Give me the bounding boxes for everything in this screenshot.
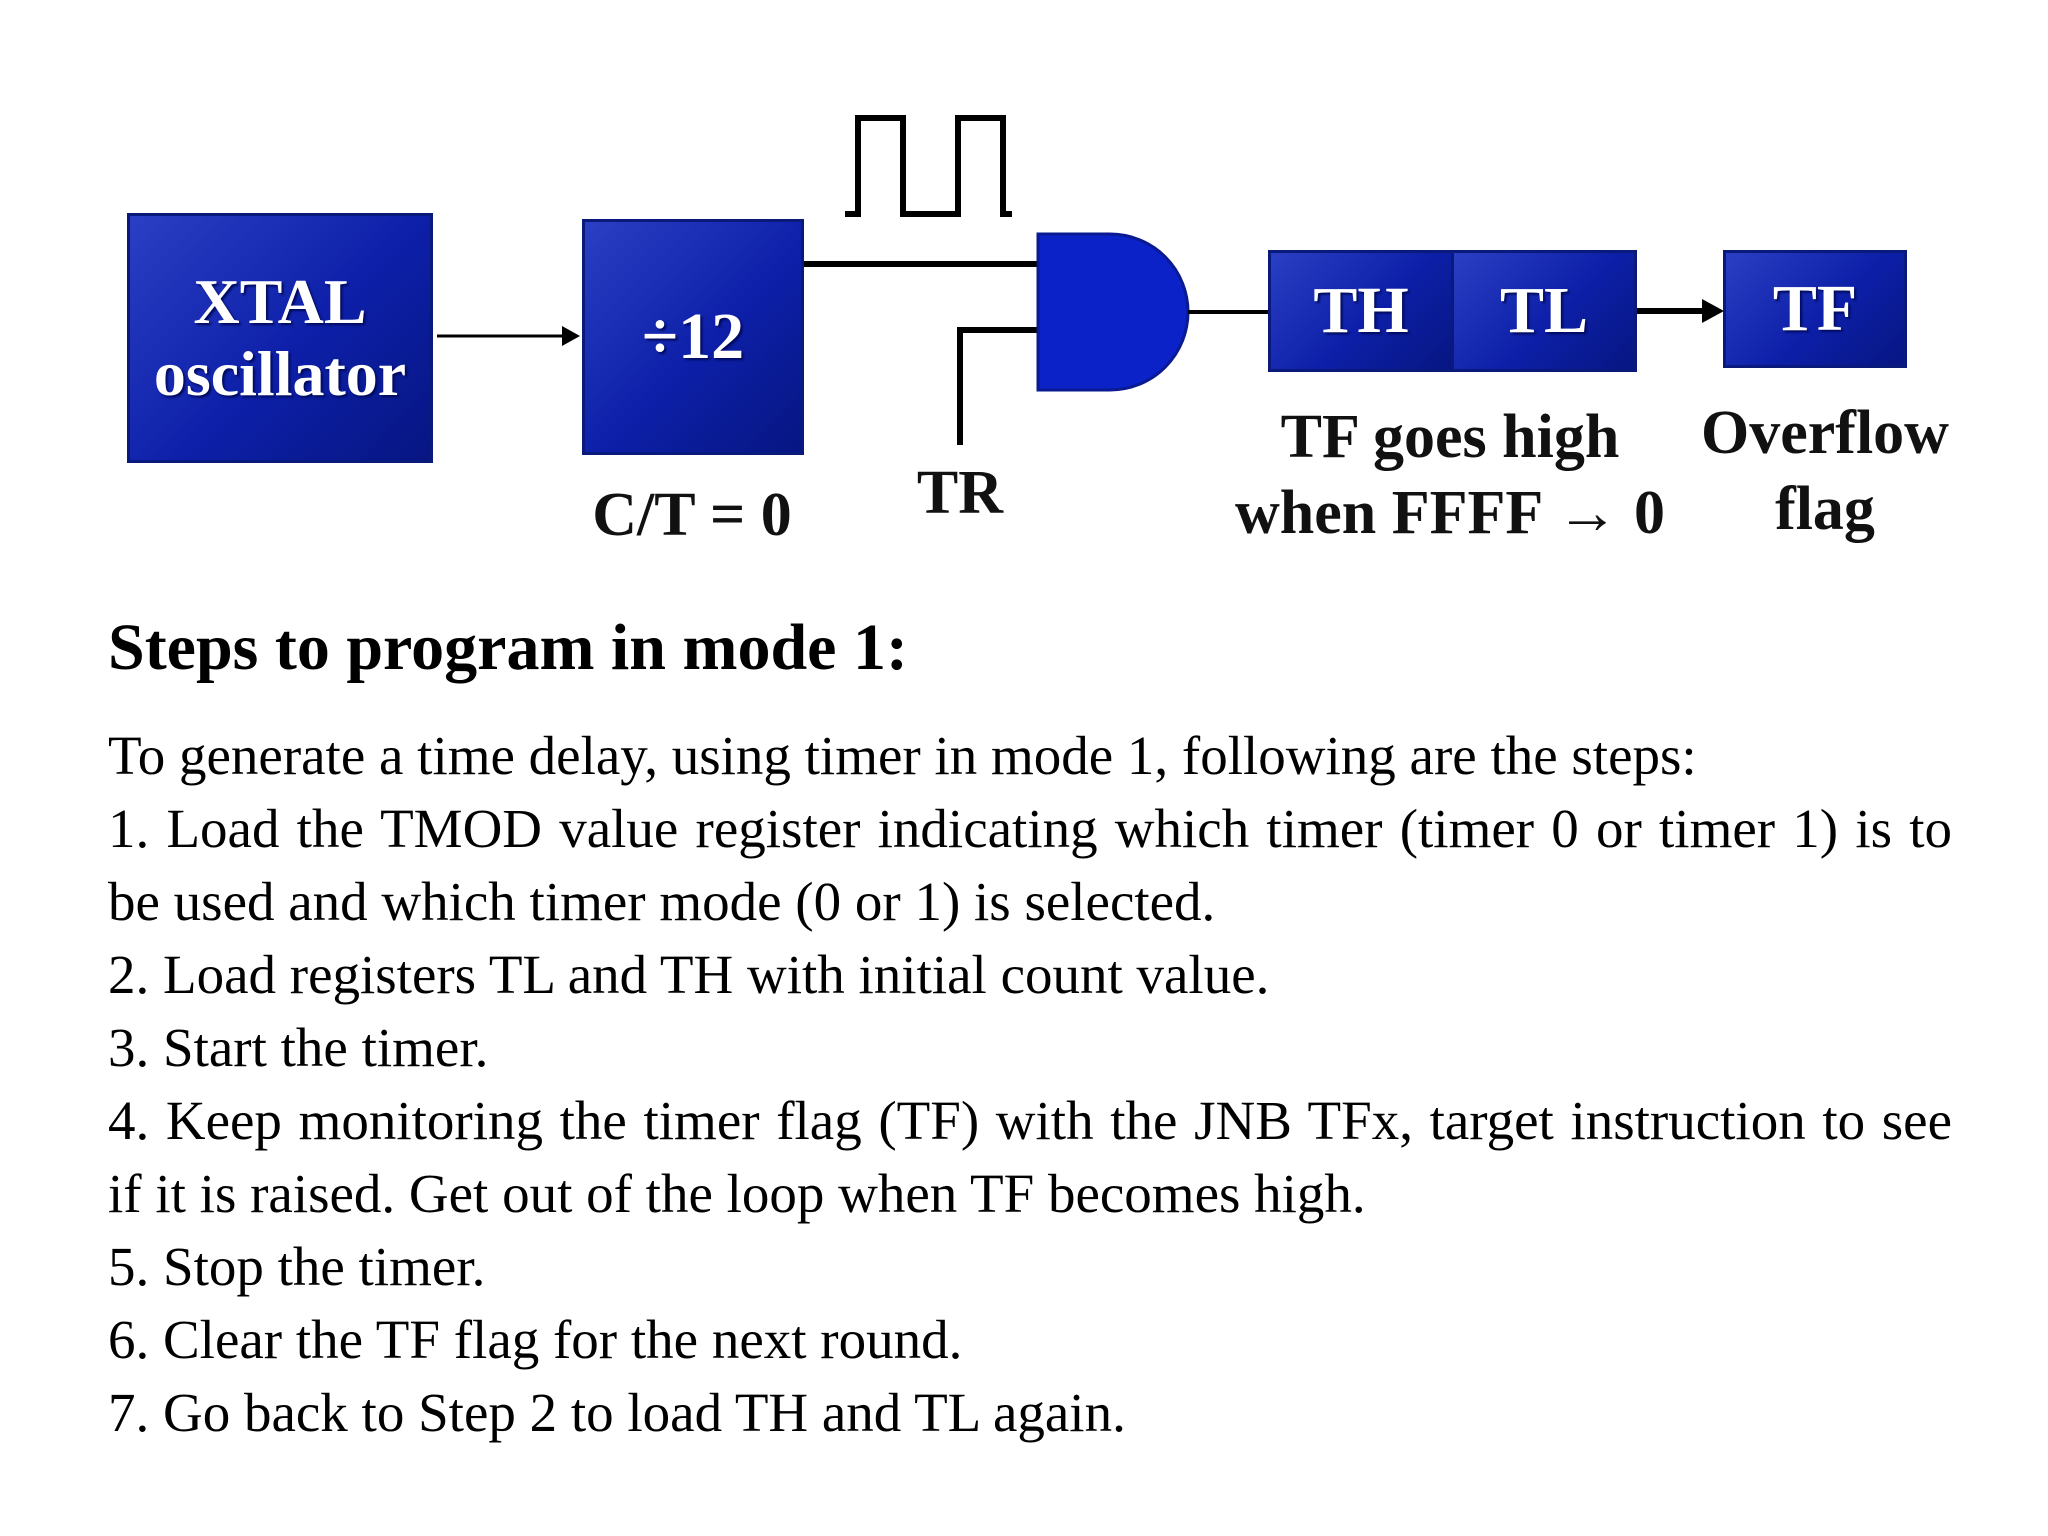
th-register-block: TH — [1268, 250, 1454, 372]
step-item: 5. Stop the timer. — [108, 1235, 486, 1297]
timer-block-diagram: XTAL oscillator ÷12 C/T = 0 TR TH TL TF … — [0, 0, 2048, 580]
th-label: TH — [1313, 274, 1409, 348]
section-heading: Steps to program in mode 1: — [108, 611, 908, 684]
tf-flag-block: TF — [1723, 250, 1907, 368]
overflow-flag-caption: Overflow flag — [1690, 396, 1960, 547]
step-item: 3. Start the timer. — [108, 1016, 489, 1078]
overflow-line1: Overflow — [1701, 399, 1949, 467]
tl-register-block: TL — [1451, 250, 1637, 372]
step-item: 4. Keep monitoring the timer flag (TF) w… — [108, 1089, 1952, 1224]
and-gate — [1036, 232, 1190, 392]
step-item: 7. Go back to Step 2 to load TH and TL a… — [108, 1381, 1126, 1443]
xtal-label-line2: oscillator — [153, 338, 407, 409]
tr-input-line — [957, 327, 1040, 445]
clock-pulse-waveform — [845, 115, 1012, 217]
overflow-line2: flag — [1775, 474, 1875, 543]
step-item: 6. Clear the TF flag for the next round. — [108, 1308, 963, 1370]
diagram-connectors — [437, 115, 1724, 445]
ct-label: C/T = 0 — [592, 481, 792, 549]
step-item: 2. Load registers TL and TH with initial… — [108, 943, 1270, 1005]
tf-caption-line1: TF goes high — [1280, 403, 1620, 471]
tf-caption-line2: when FFFF → 0 — [1235, 478, 1665, 547]
tl-label: TL — [1499, 274, 1589, 348]
xtal-to-divider-arrowhead — [562, 326, 580, 346]
tf-caption: TF goes high when FFFF → 0 — [1230, 400, 1670, 551]
xtal-oscillator-block: XTAL oscillator — [127, 213, 433, 463]
tf-label: TF — [1772, 272, 1858, 346]
intro-paragraph: To generate a time delay, using timer in… — [108, 724, 1697, 786]
divide-by-12-block: ÷12 — [582, 219, 804, 455]
counter-to-tf-arrowhead — [1702, 299, 1724, 323]
xtal-label-line1: XTAL — [193, 266, 367, 338]
steps-section: Steps to program in mode 1: To generate … — [108, 611, 1952, 1449]
tr-label: TR — [916, 459, 1004, 527]
divider-label: ÷12 — [641, 300, 745, 374]
step-item: 1. Load the TMOD value register indicati… — [108, 797, 1952, 932]
